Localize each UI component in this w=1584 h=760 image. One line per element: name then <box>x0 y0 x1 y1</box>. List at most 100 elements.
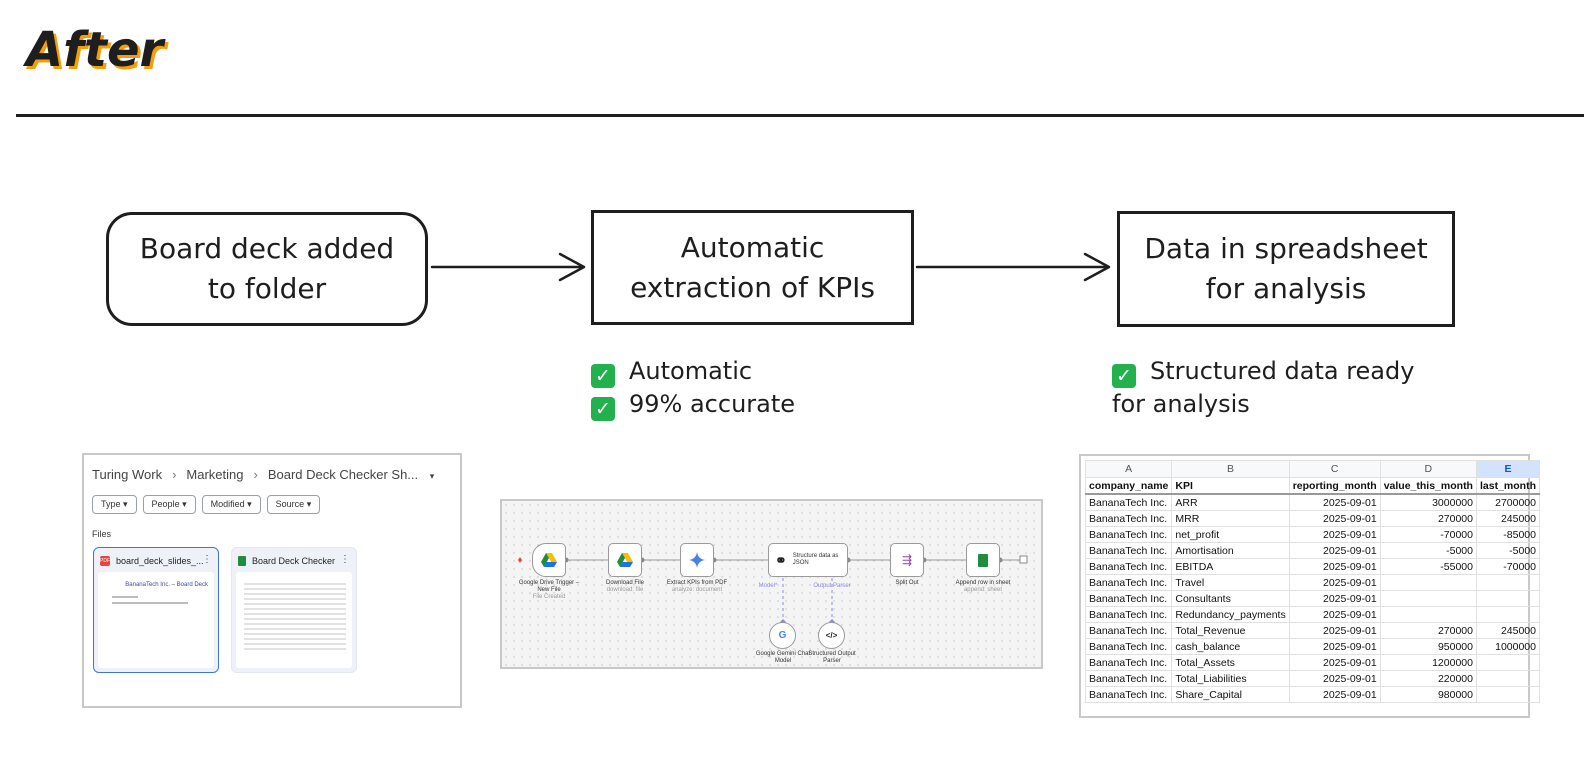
column-letter[interactable]: D <box>1379 460 1477 478</box>
table-cell[interactable]: 2025-09-01 <box>1288 606 1381 623</box>
table-cell[interactable]: -5000 <box>1379 542 1477 559</box>
table-cell[interactable]: BananaTech Inc. <box>1084 654 1173 671</box>
table-cell[interactable] <box>1475 670 1541 687</box>
table-cell[interactable]: 2025-09-01 <box>1288 510 1381 527</box>
table-cell[interactable]: Total_Revenue <box>1171 622 1290 639</box>
column-letter[interactable]: E <box>1475 460 1541 478</box>
table-cell[interactable]: 2025-09-01 <box>1288 558 1381 575</box>
table-cell[interactable]: 950000 <box>1379 638 1477 655</box>
filter-type[interactable]: Type ▾ <box>92 495 137 514</box>
breadcrumb-item[interactable]: Turing Work <box>92 467 163 482</box>
table-cell[interactable]: 2025-09-01 <box>1288 526 1381 543</box>
table-cell[interactable]: 2025-09-01 <box>1288 590 1381 607</box>
table-cell[interactable]: 220000 <box>1379 670 1477 687</box>
table-cell[interactable] <box>1475 574 1541 591</box>
table-cell[interactable]: 2025-09-01 <box>1288 686 1381 703</box>
table-cell[interactable] <box>1475 590 1541 607</box>
node-extract-kpis[interactable] <box>680 543 714 577</box>
table-cell[interactable]: 270000 <box>1379 510 1477 527</box>
column-letter[interactable]: A <box>1084 460 1173 478</box>
more-options-icon[interactable]: ⋮ <box>202 554 212 565</box>
breadcrumb-item-current[interactable]: Board Deck Checker Sh... <box>267 467 419 482</box>
table-cell[interactable] <box>1475 686 1541 703</box>
benefits-right: ✓Structured data ready for analysis <box>1112 355 1414 421</box>
table-cell[interactable]: Consultants <box>1171 590 1290 607</box>
table-cell[interactable]: Redundancy_payments <box>1171 606 1290 623</box>
table-cell[interactable]: ARR <box>1171 493 1290 511</box>
header-cell[interactable]: company_name <box>1084 477 1173 495</box>
table-cell[interactable]: BananaTech Inc. <box>1084 638 1173 655</box>
table-cell[interactable] <box>1379 574 1477 591</box>
filter-people[interactable]: People ▾ <box>142 495 196 514</box>
table-cell[interactable]: BananaTech Inc. <box>1084 542 1173 559</box>
table-cell[interactable]: BananaTech Inc. <box>1084 526 1173 543</box>
table-cell[interactable]: -70000 <box>1379 526 1477 543</box>
table-cell[interactable]: BananaTech Inc. <box>1084 606 1173 623</box>
header-cell[interactable]: value_this_month <box>1379 477 1477 495</box>
table-cell[interactable]: cash_balance <box>1171 638 1290 655</box>
node-drive-trigger[interactable] <box>532 543 566 577</box>
table-cell[interactable]: -5000 <box>1475 542 1541 559</box>
table-cell[interactable]: -85000 <box>1475 526 1541 543</box>
table-cell[interactable]: 2025-09-01 <box>1288 670 1381 687</box>
table-cell[interactable]: BananaTech Inc. <box>1084 510 1173 527</box>
more-options-icon[interactable]: ⋮ <box>340 554 350 565</box>
table-cell[interactable]: 270000 <box>1379 622 1477 639</box>
table-cell[interactable]: BananaTech Inc. <box>1084 493 1173 511</box>
header-cell[interactable]: KPI <box>1171 477 1290 495</box>
table-cell[interactable]: 2025-09-01 <box>1288 654 1381 671</box>
table-cell[interactable]: BananaTech Inc. <box>1084 574 1173 591</box>
table-cell[interactable] <box>1379 590 1477 607</box>
column-letter[interactable]: C <box>1288 460 1381 478</box>
table-cell[interactable]: -70000 <box>1475 558 1541 575</box>
filter-modified[interactable]: Modified ▾ <box>201 495 261 514</box>
table-cell[interactable]: 1200000 <box>1379 654 1477 671</box>
table-cell[interactable]: 980000 <box>1379 686 1477 703</box>
table-cell[interactable]: 2025-09-01 <box>1288 638 1381 655</box>
table-cell[interactable]: Share_Capital <box>1171 686 1290 703</box>
table-cell[interactable]: Travel <box>1171 574 1290 591</box>
table-cell[interactable]: BananaTech Inc. <box>1084 558 1173 575</box>
flow-arrows <box>430 252 1111 282</box>
table-cell[interactable]: Total_Liabilities <box>1171 670 1290 687</box>
table-cell[interactable]: BananaTech Inc. <box>1084 622 1173 639</box>
table-cell[interactable]: -55000 <box>1379 558 1477 575</box>
table-cell[interactable]: net_profit <box>1171 526 1290 543</box>
table-cell[interactable]: 245000 <box>1475 622 1541 639</box>
node-split-out[interactable]: ⇶ <box>890 543 924 577</box>
table-cell[interactable]: 1000000 <box>1475 638 1541 655</box>
table-cell[interactable] <box>1475 654 1541 671</box>
table-cell[interactable]: 245000 <box>1475 510 1541 527</box>
filter-source[interactable]: Source ▾ <box>266 495 321 514</box>
table-cell[interactable]: BananaTech Inc. <box>1084 686 1173 703</box>
table-cell[interactable]: BananaTech Inc. <box>1084 670 1173 687</box>
dropdown-icon[interactable]: ▾ <box>429 471 435 481</box>
node-structure-json[interactable]: ⚭ Structure data as JSON <box>768 543 848 577</box>
table-cell[interactable]: 3000000 <box>1379 493 1477 511</box>
node-download-file[interactable] <box>608 543 642 577</box>
table-cell[interactable] <box>1475 606 1541 623</box>
breadcrumb-item[interactable]: Marketing <box>186 467 244 482</box>
benefits-middle: ✓Automatic ✓99% accurate <box>591 355 795 421</box>
header-cell[interactable]: reporting_month <box>1288 477 1381 495</box>
table-cell[interactable] <box>1379 606 1477 623</box>
table-cell[interactable]: 2025-09-01 <box>1288 493 1381 511</box>
node-gemini-model[interactable]: G <box>769 622 796 649</box>
header-cell[interactable]: last_month <box>1475 477 1541 495</box>
table-cell[interactable]: 2700000 <box>1475 493 1541 511</box>
table-cell[interactable]: MRR <box>1171 510 1290 527</box>
table-cell[interactable]: Amortisation <box>1171 542 1290 559</box>
node-append-row[interactable] <box>966 543 1000 577</box>
table-cell[interactable]: EBITDA <box>1171 558 1290 575</box>
table-cell[interactable]: 2025-09-01 <box>1288 542 1381 559</box>
table-cell[interactable]: BananaTech Inc. <box>1084 590 1173 607</box>
node-output-parser[interactable]: </> <box>818 622 845 649</box>
column-letter[interactable]: B <box>1171 460 1290 478</box>
table-cell[interactable]: 2025-09-01 <box>1288 622 1381 639</box>
table-cell[interactable]: Total_Assets <box>1171 654 1290 671</box>
table-cell[interactable]: 2025-09-01 <box>1288 574 1381 591</box>
file-card-sheet[interactable]: Board Deck Checker ⋮ <box>231 547 357 673</box>
